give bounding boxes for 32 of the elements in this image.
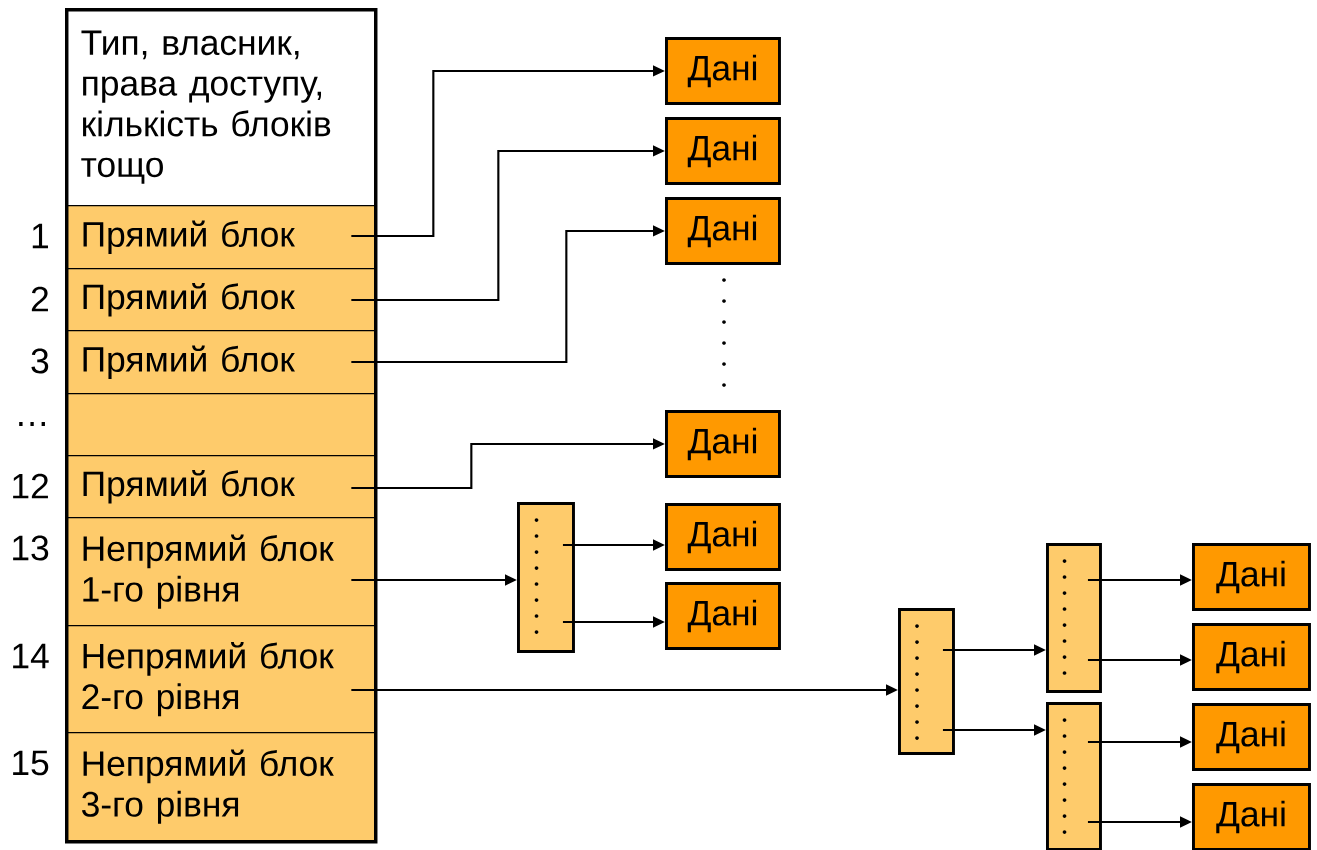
data-box: Дані (665, 410, 781, 478)
data-box: Дані (665, 197, 781, 265)
table-cell: Непрямий блок 2-го рівня (65, 625, 376, 734)
index-block (898, 608, 955, 755)
data-box: Дані (1192, 543, 1311, 611)
table-cell: Прямий блок (65, 205, 376, 270)
table-cell: Прямий блок (65, 455, 376, 519)
table-cell: Непрямий блок 1-го рівня (65, 517, 376, 627)
index-block (517, 502, 575, 653)
data-box: Дані (1192, 703, 1311, 771)
table-cell: Прямий блок (65, 268, 376, 332)
row-number: 12 (13, 473, 48, 499)
row-number: 15 (13, 750, 49, 776)
table-cell: Прямий блок (65, 330, 376, 395)
row-number: 14 (13, 643, 49, 669)
row-number: 3 (31, 348, 49, 374)
index-block (1046, 702, 1102, 850)
row-number: 2 (31, 286, 48, 312)
table-cell: Тип, власник, права доступу, кількість блоків тощо (65, 8, 376, 207)
data-box: Дані (665, 503, 781, 571)
data-box: Дані (665, 117, 781, 185)
row-number: 1 (32, 223, 48, 249)
index-block (1046, 543, 1102, 693)
table-cell (65, 393, 376, 457)
table-cell: Непрямий блок 3-го рівня (65, 732, 376, 842)
table-frame (65, 8, 378, 844)
data-box: Дані (1192, 783, 1311, 850)
data-box: Дані (665, 37, 781, 105)
data-box: Дані (1192, 623, 1311, 691)
data-box: Дані (665, 582, 781, 650)
row-number: 13 (13, 535, 49, 561)
row-number: … (19, 422, 45, 426)
